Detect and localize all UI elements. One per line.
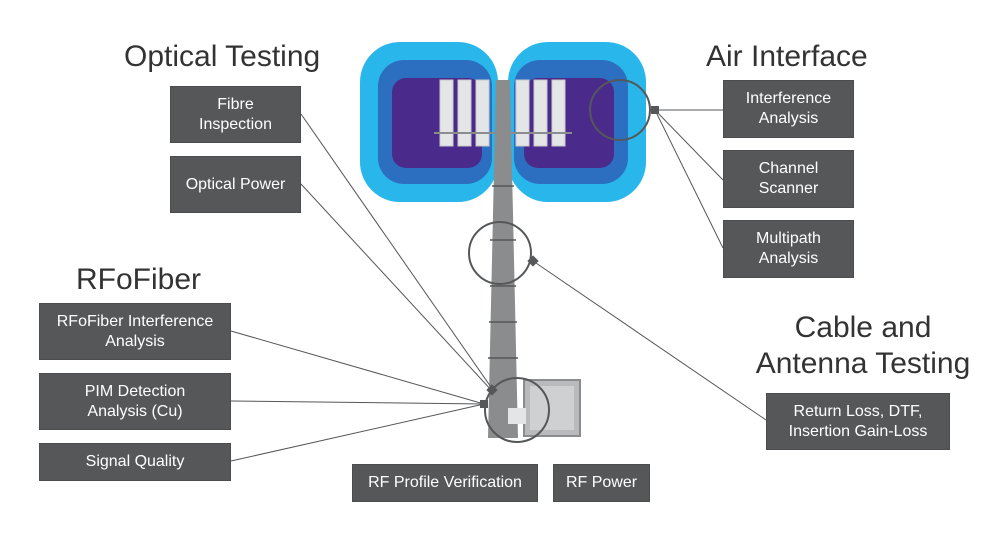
connector-markers (480, 106, 659, 408)
heading-cable-antenna-line2: Antenna Testing (755, 347, 971, 380)
interference-analysis-line2: Analysis (758, 110, 819, 127)
cable-callout-circle (468, 221, 532, 285)
heading-air-interface: Air Interface (706, 40, 868, 73)
heading-cable-antenna: Cable and Antenna Testing (752, 310, 974, 382)
optical-power-box[interactable]: Optical Power (170, 156, 301, 213)
channel-scanner-line1: Channel (758, 160, 819, 177)
multipath-analysis-line2: Analysis (758, 250, 819, 267)
optical-power-label: Optical Power (185, 175, 286, 193)
base-equipment (508, 379, 581, 437)
radio-units-left (439, 79, 490, 147)
rf-profile-verification-box[interactable]: RF Profile Verification (352, 464, 538, 502)
fibre-inspection-line2: Inspection (199, 115, 272, 133)
return-loss-box[interactable]: Return Loss, DTF, Insertion Gain-Loss (766, 393, 950, 450)
radio-units-right (515, 79, 566, 147)
channel-scanner-line2: Scanner (758, 180, 819, 197)
rf-power-label: RF Power (565, 474, 638, 491)
air-callout-circle (589, 79, 651, 141)
heading-cable-antenna-line1: Cable and (794, 311, 932, 344)
rf-power-box[interactable]: RF Power (553, 464, 650, 502)
pim-detection-line1: PIM Detection (84, 382, 186, 400)
multipath-analysis-line1: Multipath (756, 230, 821, 247)
rfofiber-interference-line2: Analysis (105, 332, 165, 350)
return-loss-line1: Return Loss, DTF, (793, 402, 923, 420)
tower-mast (488, 80, 518, 438)
connector-lines (230, 109, 767, 462)
interference-analysis-line1: Interference (745, 90, 832, 107)
signal-quality-label: Signal Quality (85, 453, 185, 470)
rfofiber-interference-line1: RFoFiber Interference (56, 312, 214, 330)
return-loss-line2: Insertion Gain-Loss (788, 422, 928, 440)
rf-profile-verification-label: RF Profile Verification (368, 474, 522, 491)
fibre-inspection-line1: Fibre (217, 95, 254, 113)
heading-optical-testing: Optical Testing (124, 40, 321, 73)
heading-rfofiber: RFoFiber (76, 263, 202, 296)
tower-rungs (488, 185, 518, 359)
base-callout-circle (484, 377, 550, 443)
signal-quality-box[interactable]: Signal Quality (39, 443, 231, 481)
pim-detection-line2: Analysis (Cu) (87, 402, 183, 420)
